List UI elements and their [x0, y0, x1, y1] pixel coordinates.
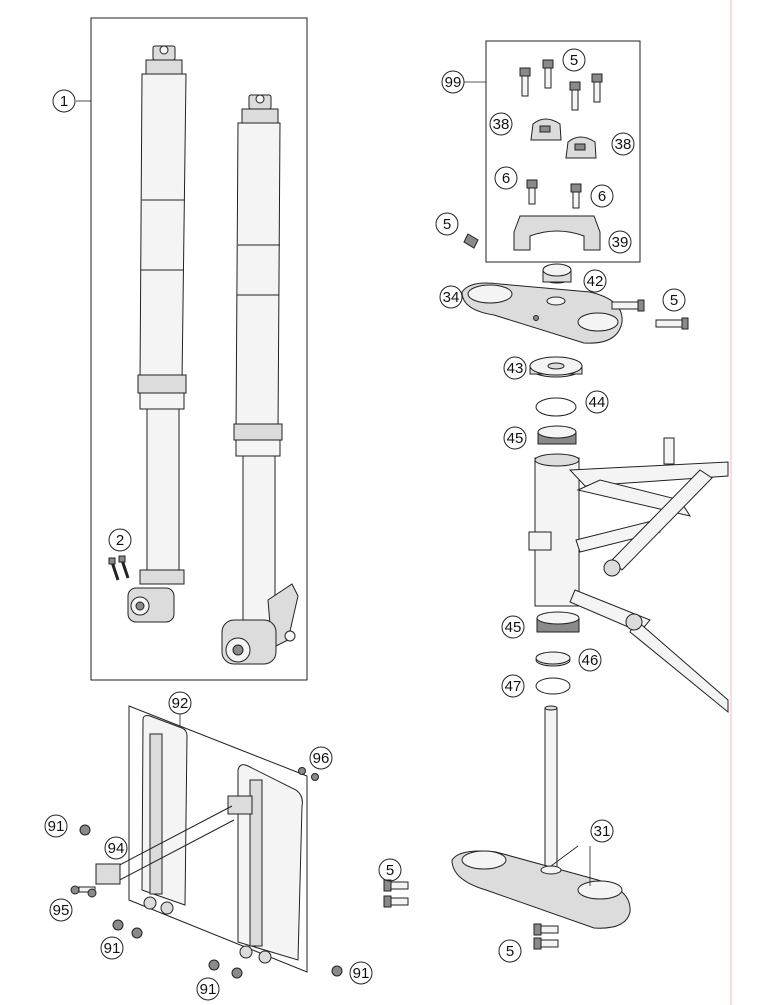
svg-text:43: 43 [507, 360, 524, 377]
callout-5[interactable]: 5 [435, 212, 459, 236]
callout-1[interactable]: 1 [52, 89, 76, 113]
bearing-upper [537, 425, 577, 445]
fork-assembly-frame [90, 17, 308, 681]
svg-text:34: 34 [443, 289, 460, 306]
callout-94[interactable]: 94 [104, 836, 128, 860]
callout-2[interactable]: 2 [108, 528, 132, 552]
callout-39[interactable]: 39 [608, 230, 632, 254]
svg-text:91: 91 [200, 981, 217, 998]
fork-guard-right [227, 764, 303, 964]
washer-43 [529, 356, 583, 378]
lower-triple-clamp-with-stem [451, 705, 631, 929]
svg-text:5: 5 [443, 216, 451, 233]
callout-6[interactable]: 6 [494, 166, 518, 190]
svg-text:45: 45 [507, 430, 524, 447]
callout-46[interactable]: 46 [578, 648, 602, 672]
guard-bracket [95, 805, 235, 885]
callout-5[interactable]: 5 [562, 48, 586, 72]
svg-text:5: 5 [670, 292, 678, 309]
svg-text:99: 99 [445, 74, 462, 91]
svg-text:91: 91 [48, 818, 65, 835]
handlebar-clamp-upper-left [530, 118, 562, 141]
svg-text:96: 96 [313, 750, 330, 767]
svg-text:31: 31 [594, 823, 611, 840]
callout-92[interactable]: 92 [168, 691, 192, 715]
seal-ring-44 [535, 397, 577, 417]
bearing-lower [536, 611, 580, 633]
callout-38[interactable]: 38 [489, 112, 513, 136]
top-clamp-bolts [463, 233, 689, 330]
svg-text:6: 6 [502, 170, 510, 187]
svg-text:1: 1 [60, 93, 68, 110]
svg-text:95: 95 [53, 902, 70, 919]
callout-5[interactable]: 5 [378, 858, 402, 882]
fork-guard-left [141, 715, 188, 915]
callout-5[interactable]: 5 [662, 288, 686, 312]
svg-text:91: 91 [104, 940, 121, 957]
callout-91[interactable]: 91 [349, 961, 373, 985]
lower-clamp-bolts [383, 879, 559, 950]
callout-45[interactable]: 45 [501, 615, 525, 639]
svg-text:38: 38 [615, 136, 632, 153]
svg-text:42: 42 [587, 273, 604, 290]
guard-screws [70, 767, 343, 979]
frame-section [528, 437, 729, 714]
callout-31[interactable]: 31 [590, 819, 614, 843]
leader-lines [76, 81, 591, 886]
fork-clamp-bolts [108, 555, 130, 581]
dust-seal-46 [535, 651, 571, 667]
right-fork-leg [221, 94, 299, 665]
handlebar-clamp-upper-right [565, 136, 597, 159]
callout-47[interactable]: 47 [501, 674, 525, 698]
callout-6[interactable]: 6 [590, 184, 614, 208]
left-fork-leg [127, 45, 187, 623]
callout-38[interactable]: 38 [611, 132, 635, 156]
svg-text:92: 92 [172, 695, 189, 712]
callout-43[interactable]: 43 [503, 356, 527, 380]
callout-99[interactable]: 99 [441, 70, 465, 94]
callout-91[interactable]: 91 [100, 936, 124, 960]
svg-text:5: 5 [506, 943, 514, 960]
fork-guard-frame [128, 705, 308, 973]
svg-text:5: 5 [570, 52, 578, 69]
svg-text:6: 6 [598, 188, 606, 205]
clamp-kit-frame [485, 40, 641, 263]
svg-text:2: 2 [116, 532, 124, 549]
callout-91[interactable]: 91 [196, 977, 220, 1001]
svg-text:39: 39 [612, 234, 629, 251]
svg-text:46: 46 [582, 652, 599, 669]
callout-42[interactable]: 42 [583, 269, 607, 293]
callout-91[interactable]: 91 [44, 814, 68, 838]
callout-44[interactable]: 44 [585, 390, 609, 414]
callout-45[interactable]: 45 [503, 426, 527, 450]
svg-text:5: 5 [386, 862, 394, 879]
clamp-kit-bolts [519, 59, 603, 209]
svg-text:38: 38 [493, 116, 510, 133]
seal-ring-47 [535, 677, 571, 695]
svg-text:44: 44 [589, 394, 606, 411]
steering-nut [542, 263, 572, 284]
callout-34[interactable]: 34 [439, 285, 463, 309]
svg-text:91: 91 [353, 965, 370, 982]
handlebar-clamp-lower [513, 215, 601, 251]
callout-96[interactable]: 96 [309, 746, 333, 770]
svg-text:47: 47 [505, 678, 522, 695]
callout-5[interactable]: 5 [498, 939, 522, 963]
callout-95[interactable]: 95 [49, 898, 73, 922]
upper-triple-clamp [461, 282, 623, 344]
svg-text:45: 45 [505, 619, 522, 636]
svg-text:94: 94 [108, 840, 125, 857]
